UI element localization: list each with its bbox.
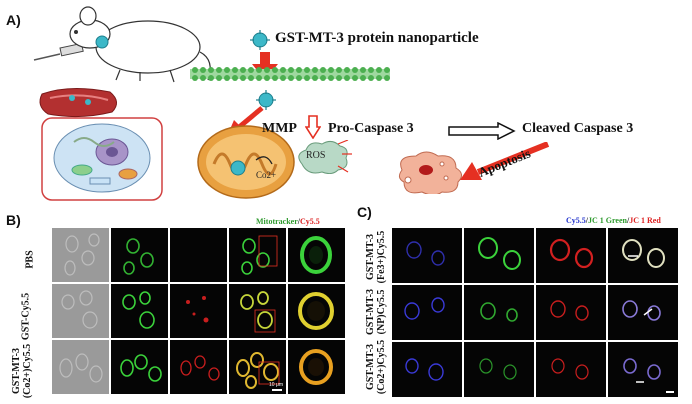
apoptosis-arrow [460, 142, 550, 180]
nanoparticle-title: GST-MT-3 protein nanoparticle [275, 30, 479, 46]
row-label-line1: GST-MT-3 [365, 344, 376, 390]
panel-c-label: C) [357, 204, 372, 220]
panel-b-legend: Mitotracker/Cy5.5 [256, 217, 320, 226]
c-cell-r3-merge [608, 342, 678, 397]
b-cell-r2-red [170, 284, 227, 338]
row-label-line2: (Co2+)Cy5.5 [376, 339, 387, 395]
ros-cloud-icon [298, 140, 352, 174]
c-cell-r2-merge [608, 285, 678, 340]
panel-a-label: A) [6, 12, 21, 28]
b-cell-r2-merge [229, 284, 286, 338]
panel-c-row-label-3: GST-MT-3(Co2+)Cy5.5 [365, 335, 387, 399]
apoptotic-cell-illustration [398, 151, 462, 194]
c-cell-r1-blue [392, 228, 462, 283]
c-cell-r1-green [464, 228, 534, 283]
c-cell-r3-red [536, 342, 606, 397]
legend-jc1-green: JC 1 Green [588, 216, 627, 225]
panel-b-row-label-2: GST-Cy5.5 [21, 287, 32, 347]
b-cell-r3-red [170, 340, 227, 394]
b-cell-r2-zoom [288, 284, 345, 338]
b-cell-r3-bright [52, 340, 109, 394]
b-cell-r3-merge: 10 μm [229, 340, 286, 394]
row-label-line1: GST-Cy5.5 [20, 292, 32, 341]
nanoparticle-icon [250, 30, 270, 50]
b-cell-r3-green [111, 340, 168, 394]
scale-bar [666, 391, 674, 393]
row-label-line1: PBS [24, 250, 36, 269]
pro-caspase-label: Pro-Caspase 3 [328, 121, 414, 136]
internalized-nanoparticle-icon [256, 90, 276, 110]
b-cell-r1-zoom [288, 228, 345, 282]
b-cell-r1-red [170, 228, 227, 282]
c-cell-r2-red [536, 285, 606, 340]
b-cell-r3-zoom [288, 340, 345, 394]
legend-cy55: Cy5.5 [566, 216, 586, 225]
c-cell-r2-blue [392, 285, 462, 340]
scale-bar [272, 389, 282, 391]
mouse-icon [69, 6, 211, 83]
panel-b-label: B) [6, 212, 21, 228]
c-cell-r1-merge [608, 228, 678, 283]
mitochondrion-illustration [197, 125, 295, 199]
caspase-cleavage-arrow [448, 122, 516, 140]
legend-separator: / [297, 217, 300, 226]
legend-separator: / [626, 216, 630, 225]
b-cell-r1-bright [52, 228, 109, 282]
panel-b-row-label-1: PBS [25, 236, 36, 284]
panel-c-legend: Cy5.5/JC 1 Green/JC 1 Red [566, 216, 661, 225]
legend-separator: / [585, 216, 589, 225]
c-cell-r2-green [464, 285, 534, 340]
row-label-line1: GST-MT-3 [11, 348, 22, 394]
c-cell-r3-blue [392, 342, 462, 397]
cleaved-caspase-label: Cleaved Caspase 3 [522, 121, 634, 136]
b-cell-r1-merge [229, 228, 286, 282]
ros-label: ROS [306, 150, 326, 161]
cell-icon [53, 123, 151, 193]
c-cell-r3-green [464, 342, 534, 397]
c-cell-r1-red [536, 228, 606, 283]
legend-mitotracker: Mitotracker [256, 217, 298, 226]
mmp-label: MMP [262, 121, 297, 136]
cell-membrane [190, 67, 390, 81]
row-label-line2: (Co2+)Cy5.5 [22, 343, 33, 399]
cobalt-ion-label: Co2+ [256, 170, 277, 180]
b-cell-r2-green [111, 284, 168, 338]
organ-tissue-icon [39, 87, 117, 118]
panel-b-row-label-3: GST-MT-3(Co2+)Cy5.5 [11, 339, 33, 403]
b-cell-r2-bright [52, 284, 109, 338]
scale-bar-label: 10 μm [269, 382, 283, 388]
legend-jc1-red: JC 1 Red [629, 216, 661, 225]
legend-cy55: Cy5.5 [300, 217, 320, 226]
b-cell-r1-green [111, 228, 168, 282]
mouse-injection-illustration [33, 6, 211, 201]
mmp-decrease-arrow [305, 115, 321, 139]
